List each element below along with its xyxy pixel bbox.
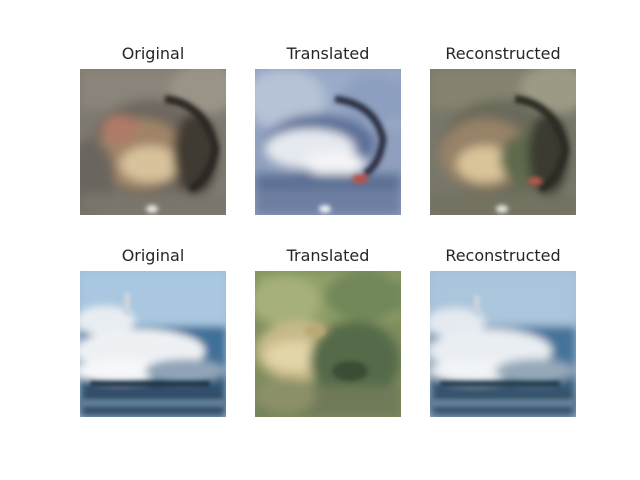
panel-title: Original [121,44,185,63]
panel-title: Reconstructed [445,246,561,265]
panel-title: Translated [286,246,370,265]
image-ship-translated [255,69,401,215]
image-ship-original [80,271,226,417]
panel-title: Original [121,246,185,265]
image-frog-translated [255,271,401,417]
panel-title: Translated [286,44,370,63]
image-frog-original [80,69,226,215]
image-frog-reconstructed [430,69,576,215]
panel-title: Reconstructed [445,44,561,63]
image-ship-reconstructed [430,271,576,417]
